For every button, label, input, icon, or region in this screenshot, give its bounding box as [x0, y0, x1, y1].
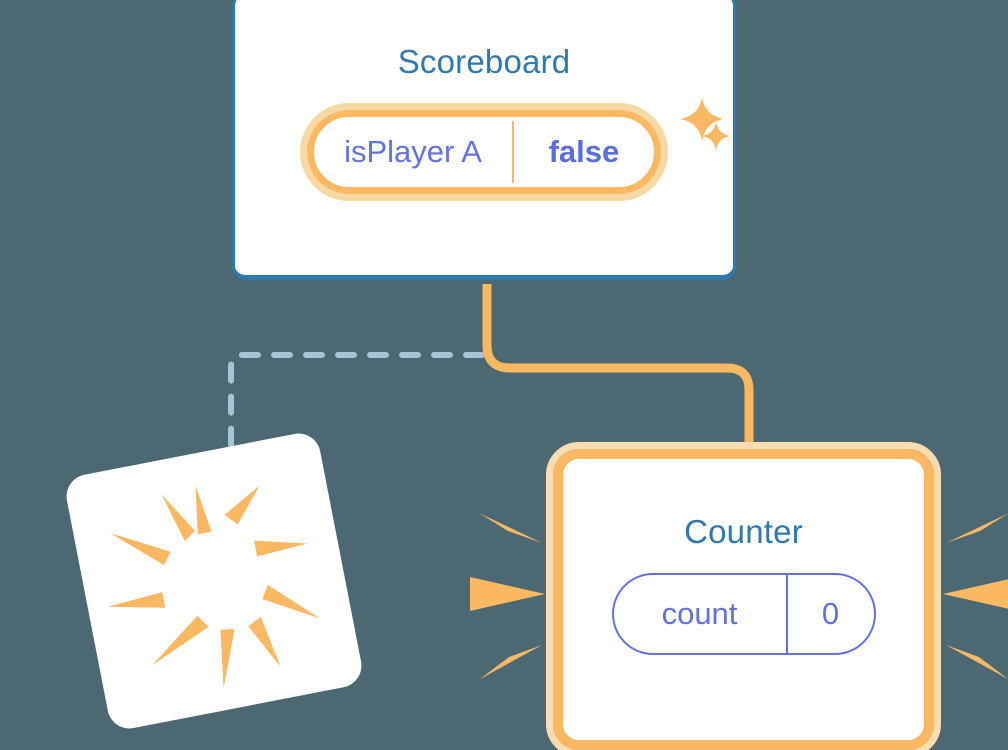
counter-state-pill[interactable]: count 0 [611, 573, 876, 655]
counter-state-pill-wrap: count 0 [563, 573, 924, 655]
counter-state-key: count [661, 596, 738, 631]
scoreboard-state-pill[interactable]: isPlayer A false [307, 110, 661, 194]
counter-title: Counter [684, 513, 803, 550]
sparkle-large-icon [680, 97, 724, 141]
scoreboard-state-value: false [548, 134, 620, 169]
scoreboard-state-key: isPlayer A [344, 134, 482, 169]
node-card-blank[interactable] [62, 429, 366, 733]
scoreboard-state-pill-wrap: isPlayer A false [235, 103, 733, 201]
sparkle-small-icon [702, 122, 730, 150]
connector-scoreboard-to-counter [482, 284, 754, 462]
counter-rays-left-icon [470, 513, 545, 679]
node-card-scoreboard[interactable]: Scoreboard isPlayer A false [232, 0, 736, 280]
burst-rays-icon [107, 485, 321, 689]
counter-pill-divider [785, 575, 788, 653]
counter-rays-right-icon [943, 513, 1008, 679]
scoreboard-pill-divider [511, 121, 514, 183]
node-card-counter[interactable]: Counter count 0 [546, 442, 941, 750]
scoreboard-pill-glow: isPlayer A false [300, 103, 668, 201]
counter-state-value: 0 [821, 596, 840, 631]
scoreboard-title: Scoreboard [397, 43, 571, 80]
